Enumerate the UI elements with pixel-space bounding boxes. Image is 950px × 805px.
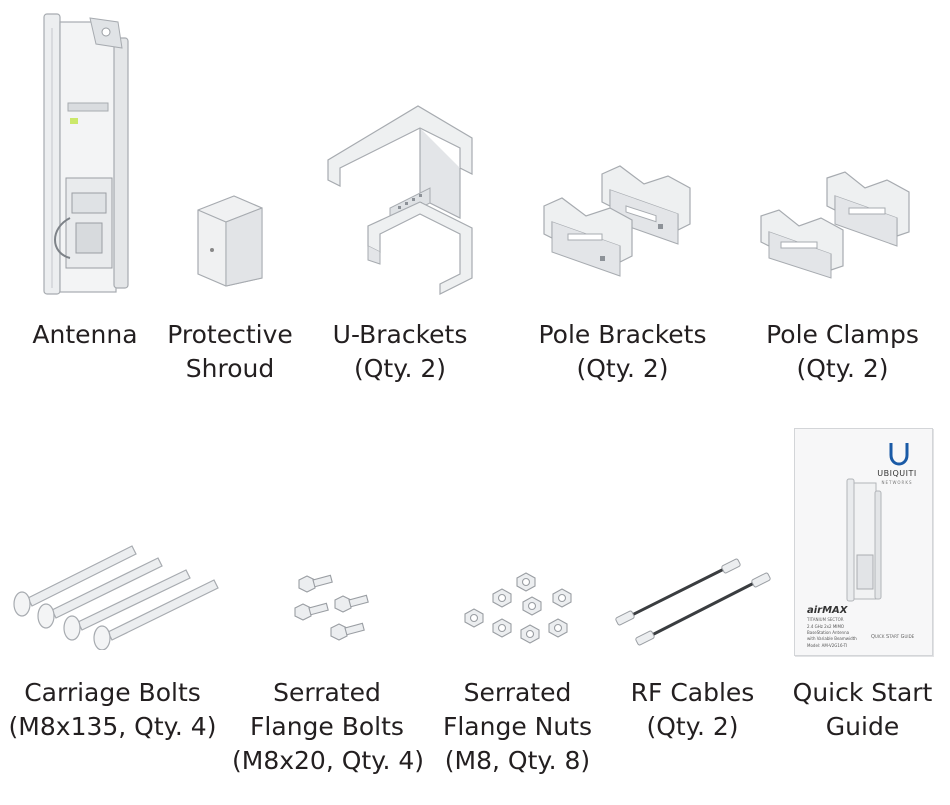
guide-brand: UBIQUITI (877, 469, 917, 478)
antenna-illustration (43, 13, 129, 295)
carriagebolts-illustration (13, 545, 219, 650)
rfcables-illustration (615, 558, 771, 646)
antenna-label: Antenna (32, 320, 138, 349)
rfcables-label: RF Cables (Qty. 2) (630, 678, 755, 741)
guide-cover: UBIQUITI NETWORKS airMAX TITANIUM SECTOR… (794, 428, 933, 656)
shroud-illustration (197, 195, 263, 287)
flangenuts-label: Serrated Flange Nuts (M8, Qty. 8) (442, 678, 593, 775)
guide-brand-sub: NETWORKS (881, 480, 913, 485)
guide-product-sub: TITANIUM SECTOR (807, 617, 844, 622)
guide-cover-title: Quick Start Guide (871, 634, 915, 640)
polebrackets-label: Pole Brackets (Qty. 2) (538, 320, 707, 383)
guide-label: Quick Start Guide (792, 678, 933, 741)
shroud-label: Protective Shroud (167, 320, 293, 383)
guide-desc-3: with Variable Beamwidth (807, 636, 857, 641)
polebrackets-illustration (543, 165, 691, 277)
guide-model: Model: AM-V2G16-TI (807, 643, 848, 648)
poleclamps-label: Pole Clamps (Qty. 2) (766, 320, 919, 383)
flangebolts-label: Serrated Flange Bolts (M8x20, Qty. 4) (232, 678, 424, 775)
guide-desc-2: BaseStation Antenna (807, 630, 850, 635)
poleclamps-illustration (760, 171, 910, 279)
guide-antenna-image (846, 478, 882, 602)
carriagebolts-label: Carriage Bolts (M8x135, Qty. 4) (8, 678, 217, 741)
flangebolts-illustration (294, 574, 369, 641)
guide-desc-1: 2.4 GHz 2x2 MIMO (807, 624, 845, 629)
ubiquiti-logo-icon (889, 443, 909, 466)
ubrackets-label: U-Brackets (Qty. 2) (332, 320, 468, 383)
guide-product: airMAX (807, 605, 848, 616)
ubrackets-illustration (327, 105, 473, 295)
flangenuts-illustration (464, 572, 572, 644)
